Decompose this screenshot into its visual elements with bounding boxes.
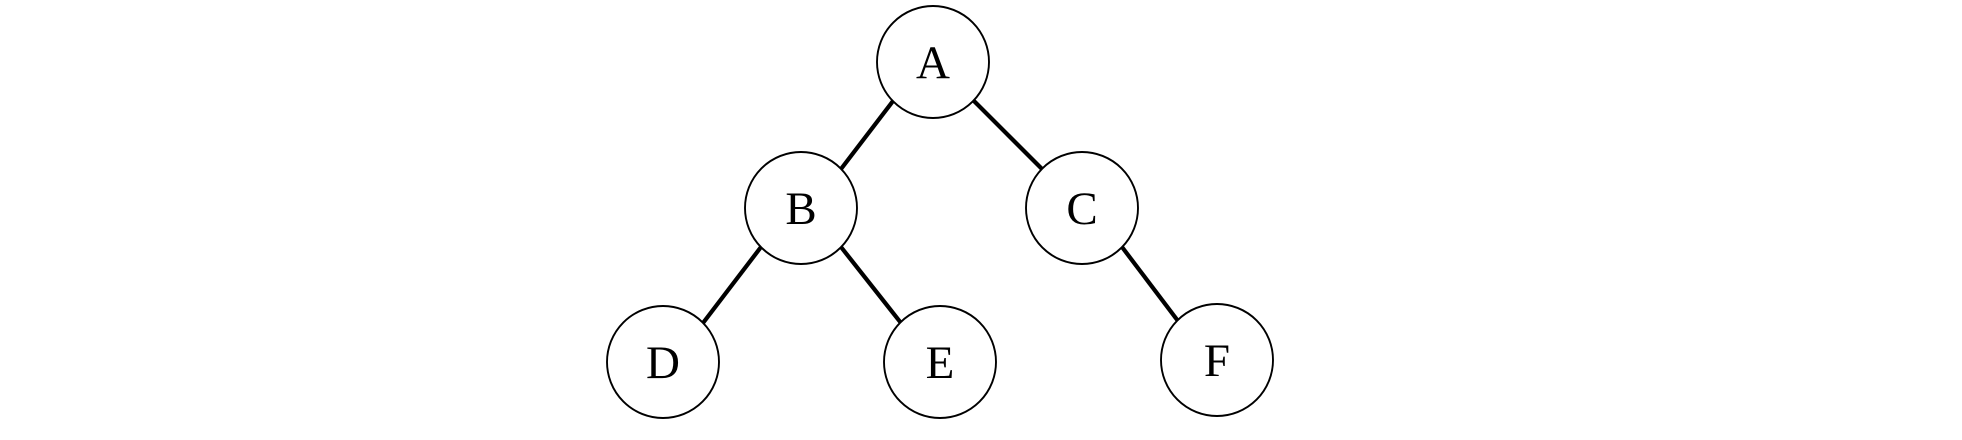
tree-node-c[interactable]: C <box>1025 151 1139 265</box>
node-circle-c[interactable] <box>1025 151 1139 265</box>
node-label-f: F <box>1204 335 1230 387</box>
edge-b-d <box>701 245 763 325</box>
node-label-a: A <box>916 37 950 89</box>
node-circle-e[interactable] <box>883 305 997 419</box>
edge-a-b <box>839 99 895 171</box>
tree-node-e[interactable]: E <box>883 305 997 419</box>
node-circle-f[interactable] <box>1160 303 1274 417</box>
node-label-d: D <box>646 337 680 389</box>
node-label-c: C <box>1066 183 1097 235</box>
edge-b-e <box>839 245 903 325</box>
node-circle-d[interactable] <box>606 305 720 419</box>
edge-c-f <box>1120 245 1180 323</box>
node-circle-a[interactable] <box>876 5 990 119</box>
tree-node-f[interactable]: F <box>1160 303 1274 417</box>
edge-layer <box>701 99 1180 325</box>
node-label-e: E <box>926 337 955 389</box>
edge-a-c <box>972 99 1044 171</box>
node-layer: A B C D E F <box>606 5 1274 419</box>
node-circle-b[interactable] <box>744 151 858 265</box>
tree-node-a[interactable]: A <box>876 5 990 119</box>
node-label-b: B <box>785 183 816 235</box>
tree-node-d[interactable]: D <box>606 305 720 419</box>
tree-node-b[interactable]: B <box>744 151 858 265</box>
